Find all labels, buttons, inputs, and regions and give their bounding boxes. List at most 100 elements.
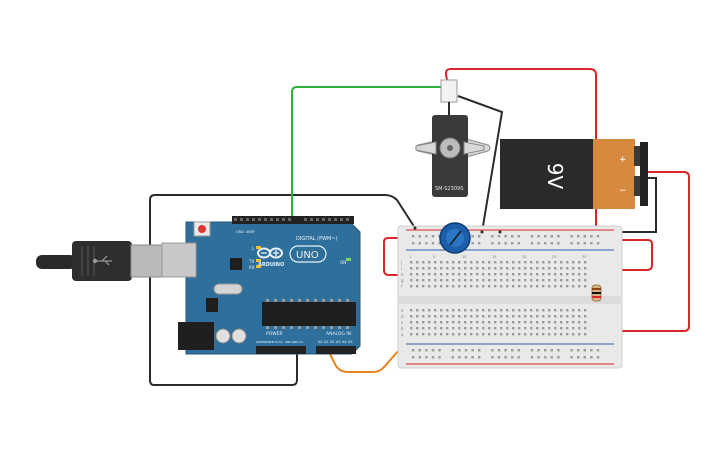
- breadboard-hole[interactable]: [476, 321, 479, 324]
- breadboard-hole[interactable]: [530, 267, 533, 270]
- breadboard-hole[interactable]: [476, 273, 479, 276]
- breadboard-hole[interactable]: [416, 321, 419, 324]
- breadboard-hole[interactable]: [572, 315, 575, 318]
- breadboard-hole[interactable]: [536, 321, 539, 324]
- breadboard-hole[interactable]: [554, 321, 557, 324]
- breadboard-hole[interactable]: [542, 267, 545, 270]
- breadboard-hole[interactable]: [517, 235, 520, 238]
- breadboard-hole[interactable]: [500, 279, 503, 282]
- breadboard-hole[interactable]: [446, 315, 449, 318]
- breadboard-hole[interactable]: [504, 356, 507, 359]
- wire-black-ground-loop[interactable]: [149, 194, 416, 386]
- breadboard-hole[interactable]: [464, 349, 468, 352]
- breadboard-hole[interactable]: [446, 327, 449, 330]
- breadboard-hole[interactable]: [458, 279, 461, 282]
- breadboard-hole[interactable]: [518, 267, 521, 270]
- wire-black-battery-minus[interactable]: [616, 177, 657, 233]
- breadboard-hole[interactable]: [566, 267, 569, 270]
- breadboard-hole[interactable]: [464, 267, 467, 270]
- breadboard-hole[interactable]: [544, 349, 547, 352]
- breadboard-hole[interactable]: [570, 349, 573, 352]
- breadboard-hole[interactable]: [506, 327, 509, 330]
- breadboard-hole[interactable]: [470, 279, 473, 282]
- breadboard-hole[interactable]: [518, 315, 521, 318]
- breadboard-hole[interactable]: [497, 356, 501, 359]
- breadboard-hole[interactable]: [590, 356, 593, 359]
- breadboard-hole[interactable]: [488, 333, 491, 336]
- breadboard-hole[interactable]: [452, 309, 455, 312]
- breadboard-hole[interactable]: [596, 356, 600, 359]
- breadboard-hole[interactable]: [476, 267, 479, 270]
- breadboard-hole[interactable]: [428, 333, 431, 336]
- breadboard-hole[interactable]: [550, 349, 553, 352]
- breadboard-hole[interactable]: [452, 315, 455, 318]
- breadboard-hole[interactable]: [497, 242, 501, 245]
- breadboard-hole[interactable]: [560, 327, 563, 330]
- breadboard-hole[interactable]: [428, 285, 431, 288]
- breadboard-hole[interactable]: [416, 279, 419, 282]
- breadboard-hole[interactable]: [452, 273, 455, 276]
- breadboard-hole[interactable]: [590, 242, 593, 245]
- breadboard-hole[interactable]: [458, 285, 461, 288]
- breadboard-hole[interactable]: [530, 279, 533, 282]
- breadboard-hole[interactable]: [431, 242, 435, 245]
- breadboard-hole[interactable]: [577, 349, 580, 352]
- breadboard-hole[interactable]: [491, 356, 494, 359]
- breadboard-hole[interactable]: [428, 261, 431, 264]
- breadboard-hole[interactable]: [446, 333, 449, 336]
- breadboard-hole[interactable]: [434, 279, 437, 282]
- breadboard-hole[interactable]: [500, 273, 503, 276]
- breadboard-hole[interactable]: [550, 356, 553, 359]
- breadboard-hole[interactable]: [438, 242, 441, 245]
- breadboard-hole[interactable]: [464, 327, 467, 330]
- wire-black-servo-ground[interactable]: [457, 95, 504, 233]
- breadboard-hole[interactable]: [590, 349, 593, 352]
- breadboard-hole[interactable]: [416, 261, 419, 264]
- breadboard-hole[interactable]: [572, 267, 575, 270]
- breadboard-hole[interactable]: [512, 273, 515, 276]
- breadboard-hole[interactable]: [434, 327, 437, 330]
- breadboard-hole[interactable]: [434, 285, 437, 288]
- breadboard-hole[interactable]: [517, 356, 520, 359]
- breadboard-hole[interactable]: [478, 235, 481, 238]
- breadboard-hole[interactable]: [554, 267, 557, 270]
- breadboard-hole[interactable]: [494, 285, 497, 288]
- arduino-uno[interactable]: DIGITAL (PWM~) AREF GND ARDUINO UNO L TX…: [161, 216, 361, 355]
- breadboard-hole[interactable]: [583, 356, 586, 359]
- breadboard-hole[interactable]: [470, 267, 473, 270]
- breadboard-hole[interactable]: [512, 261, 515, 264]
- breadboard-hole[interactable]: [524, 315, 527, 318]
- breadboard-hole[interactable]: [548, 273, 551, 276]
- breadboard-hole[interactable]: [410, 327, 413, 330]
- breadboard-hole[interactable]: [440, 309, 443, 312]
- breadboard-hole[interactable]: [542, 327, 545, 330]
- breadboard-hole[interactable]: [517, 242, 520, 245]
- breadboard-hole[interactable]: [500, 267, 503, 270]
- breadboard-hole[interactable]: [446, 261, 449, 264]
- breadboard-hole[interactable]: [570, 235, 573, 238]
- breadboard-hole[interactable]: [482, 315, 485, 318]
- breadboard-hole[interactable]: [488, 261, 491, 264]
- breadboard-hole[interactable]: [464, 309, 467, 312]
- breadboard-hole[interactable]: [548, 285, 551, 288]
- breadboard-hole[interactable]: [518, 309, 521, 312]
- breadboard-hole[interactable]: [422, 315, 425, 318]
- breadboard-hole[interactable]: [476, 279, 479, 282]
- breadboard-hole[interactable]: [530, 321, 533, 324]
- breadboard-hole[interactable]: [482, 285, 485, 288]
- breadboard-hole[interactable]: [583, 349, 586, 352]
- breadboard-hole[interactable]: [548, 267, 551, 270]
- breadboard-hole[interactable]: [530, 327, 533, 330]
- wire-orange-analog[interactable]: [327, 285, 457, 373]
- breadboard-hole[interactable]: [560, 333, 563, 336]
- breadboard-hole[interactable]: [511, 349, 514, 352]
- breadboard-hole[interactable]: [566, 279, 569, 282]
- breadboard-hole[interactable]: [518, 279, 521, 282]
- breadboard-hole[interactable]: [438, 349, 441, 352]
- breadboard-hole[interactable]: [566, 321, 569, 324]
- breadboard-hole[interactable]: [425, 242, 428, 245]
- breadboard-hole[interactable]: [578, 327, 581, 330]
- breadboard-hole[interactable]: [512, 327, 515, 330]
- breadboard-hole[interactable]: [530, 285, 533, 288]
- breadboard-hole[interactable]: [583, 235, 586, 238]
